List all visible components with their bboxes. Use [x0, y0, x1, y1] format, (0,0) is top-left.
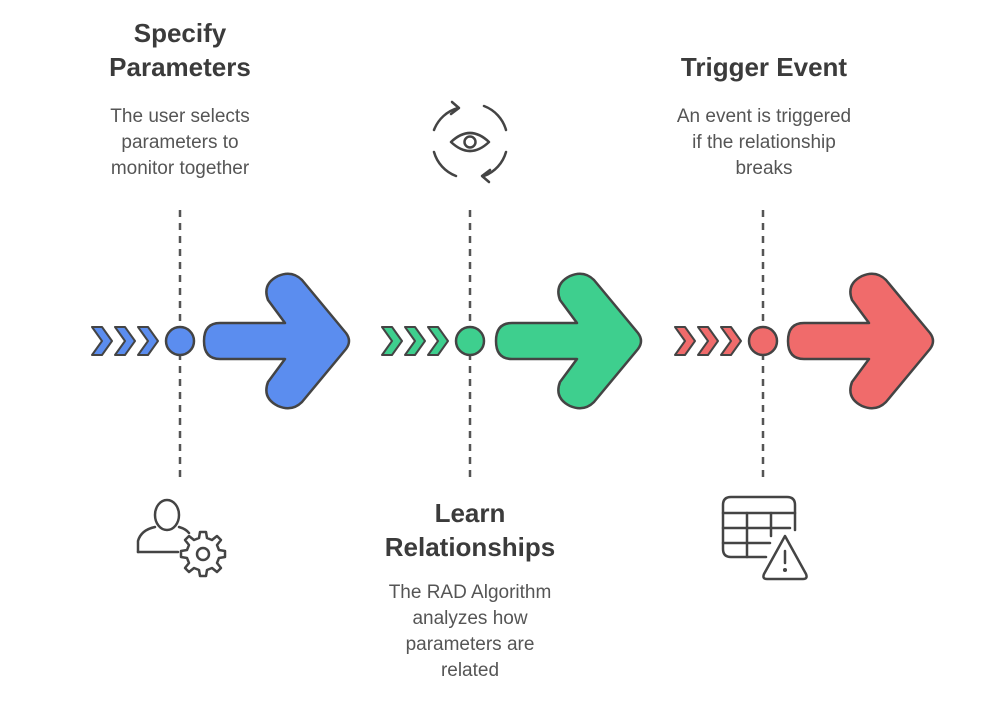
step-2-node	[454, 325, 486, 357]
user-gear-icon	[136, 498, 227, 578]
step-3-description: An event is triggered if the relationshi…	[676, 106, 852, 179]
step-3-arrow	[786, 272, 935, 410]
step-1-node	[164, 325, 196, 357]
step-3-chevrons	[674, 326, 742, 356]
step-1-description: The user selects parameters to monitor t…	[110, 106, 250, 179]
step-3-title: Trigger Event	[680, 52, 848, 82]
eye-cycle-icon	[432, 100, 508, 184]
step-1-title: Specify Parameters	[109, 18, 251, 82]
step-2-description: The RAD Algorithm analyzes how parameter…	[388, 582, 552, 681]
step-2-chevrons	[381, 326, 449, 356]
step-2-title: Learn Relationships	[384, 498, 556, 562]
table-warning-icon	[721, 495, 808, 581]
step-1-arrow	[202, 272, 351, 410]
step-2-arrow	[494, 272, 643, 410]
step-1-chevrons	[91, 326, 159, 356]
step-3-node	[747, 325, 779, 357]
